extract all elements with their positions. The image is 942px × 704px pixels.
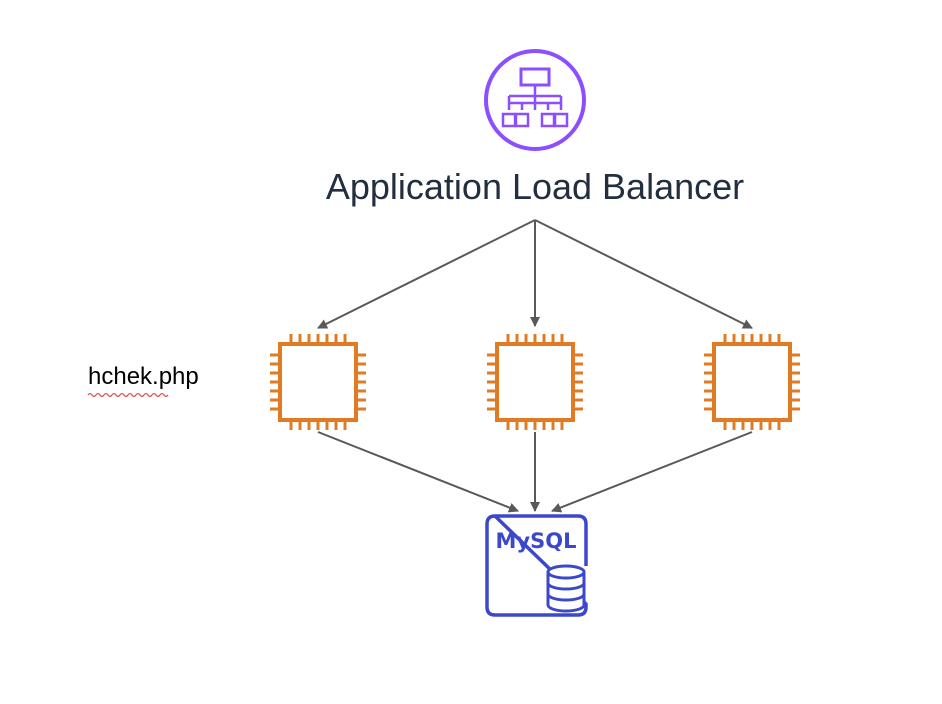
chip-pins (704, 334, 800, 430)
ec2-instance-2-icon (487, 334, 583, 430)
chip-pins (270, 334, 366, 430)
health-check-label: hchek.php (88, 363, 199, 390)
arrow-alb-to-instance-3 (534, 219, 753, 329)
arrow-instance-1-to-db (317, 431, 519, 513)
db-label: MySQL (496, 529, 577, 553)
load-balancer-title: Application Load Balancer (326, 166, 744, 207)
mysql-database-icon: MySQL (485, 514, 588, 617)
instances-to-db-arrows (317, 431, 753, 513)
application-load-balancer-icon (484, 49, 586, 151)
db-cylinder-icon (546, 564, 586, 613)
alb-to-instances-arrows (317, 219, 753, 329)
ec2-instances (270, 334, 800, 430)
ec2-instance-1-icon (270, 334, 366, 430)
ec2-instance-3-icon (704, 334, 800, 430)
arrow-alb-to-instance-1 (317, 219, 536, 329)
arrow-instance-3-to-db (551, 431, 753, 513)
spellcheck-underline (87, 392, 169, 398)
chip-pins (487, 334, 583, 430)
